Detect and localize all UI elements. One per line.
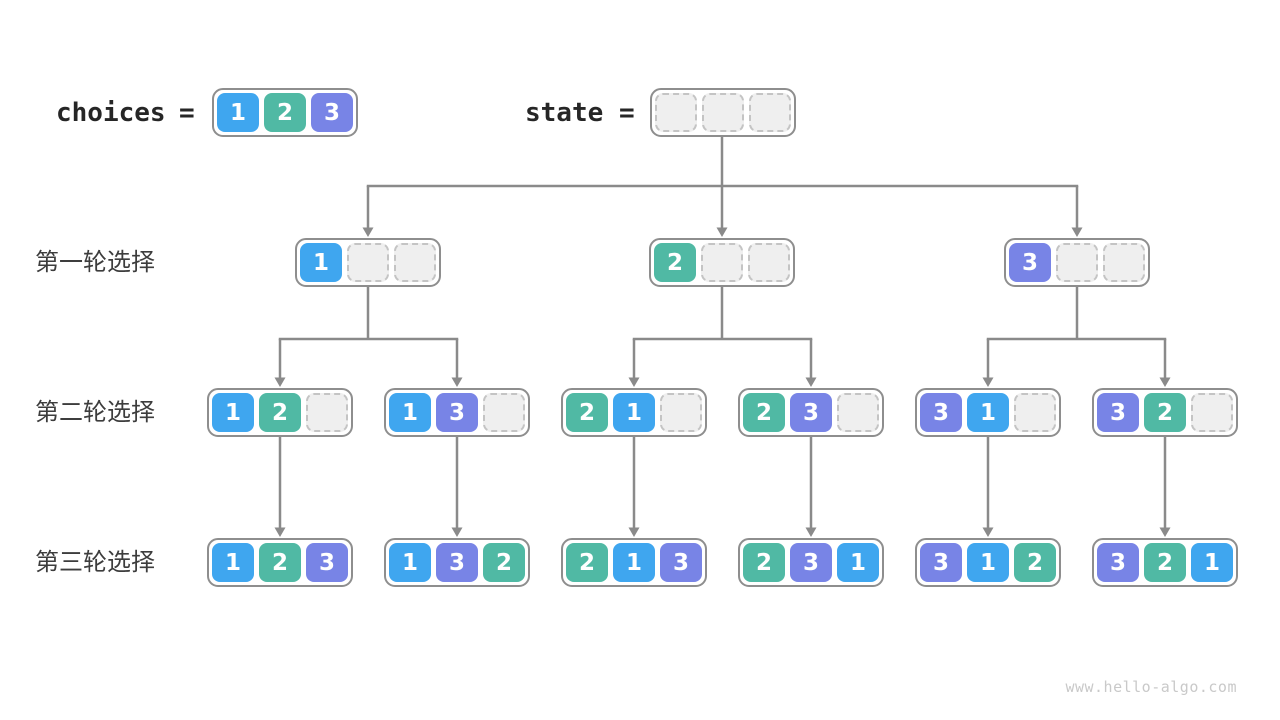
empty-slot (1056, 243, 1098, 282)
state-box (650, 88, 796, 137)
choice-cell-3: 3 (306, 543, 348, 582)
empty-slot (749, 93, 791, 132)
choice-cell-3: 3 (436, 543, 478, 582)
state-node-r1-0: 1 (295, 238, 441, 287)
empty-slot (748, 243, 790, 282)
empty-slot (1191, 393, 1233, 432)
choice-cell-2: 2 (264, 93, 306, 132)
choice-cell-2: 2 (566, 393, 608, 432)
choice-cell-1: 1 (1191, 543, 1233, 582)
choice-cell-2: 2 (483, 543, 525, 582)
empty-slot (660, 393, 702, 432)
equals-icon: = (619, 98, 635, 128)
choice-cell-2: 2 (743, 543, 785, 582)
choice-cell-2: 2 (259, 543, 301, 582)
watermark: www.hello-algo.com (1065, 678, 1237, 696)
choice-cell-3: 3 (790, 543, 832, 582)
choice-cell-1: 1 (212, 543, 254, 582)
choice-cell-2: 2 (566, 543, 608, 582)
choice-cell-1: 1 (217, 93, 259, 132)
choice-cell-3: 3 (920, 543, 962, 582)
row-label-round-3: 第三轮选择 (35, 549, 155, 576)
choice-cell-3: 3 (920, 393, 962, 432)
choice-cell-3: 3 (790, 393, 832, 432)
empty-slot (306, 393, 348, 432)
empty-slot (394, 243, 436, 282)
choice-cell-3: 3 (311, 93, 353, 132)
choice-cell-3: 3 (1097, 543, 1139, 582)
choice-cell-1: 1 (212, 393, 254, 432)
empty-slot (837, 393, 879, 432)
row-label-round-2: 第二轮选择 (35, 399, 155, 426)
choice-cell-1: 1 (613, 393, 655, 432)
choice-cell-1: 1 (967, 543, 1009, 582)
choice-cell-2: 2 (654, 243, 696, 282)
state-node-r1-2: 3 (1004, 238, 1150, 287)
empty-slot (1014, 393, 1056, 432)
empty-slot (483, 393, 525, 432)
choice-cell-1: 1 (389, 543, 431, 582)
choice-cell-3: 3 (1097, 393, 1139, 432)
choice-cell-1: 1 (967, 393, 1009, 432)
empty-slot (655, 93, 697, 132)
choice-cell-1: 1 (389, 393, 431, 432)
state-label: state (525, 98, 604, 128)
choice-cell-3: 3 (1009, 243, 1051, 282)
choice-cell-3: 3 (660, 543, 702, 582)
empty-slot (701, 243, 743, 282)
choice-cell-2: 2 (1144, 393, 1186, 432)
choices-label: choices (56, 98, 166, 128)
choice-cell-1: 1 (613, 543, 655, 582)
empty-slot (702, 93, 744, 132)
choice-cell-2: 2 (1014, 543, 1056, 582)
row-label-round-1: 第一轮选择 (35, 249, 155, 276)
empty-slot (347, 243, 389, 282)
empty-slot (1103, 243, 1145, 282)
choice-cell-2: 2 (743, 393, 785, 432)
choice-cell-2: 2 (1144, 543, 1186, 582)
choice-cell-1: 1 (300, 243, 342, 282)
choice-cell-3: 3 (436, 393, 478, 432)
choice-cell-2: 2 (259, 393, 301, 432)
state-node-r1-1: 2 (649, 238, 795, 287)
choice-cell-1: 1 (837, 543, 879, 582)
equals-icon: = (179, 98, 195, 128)
